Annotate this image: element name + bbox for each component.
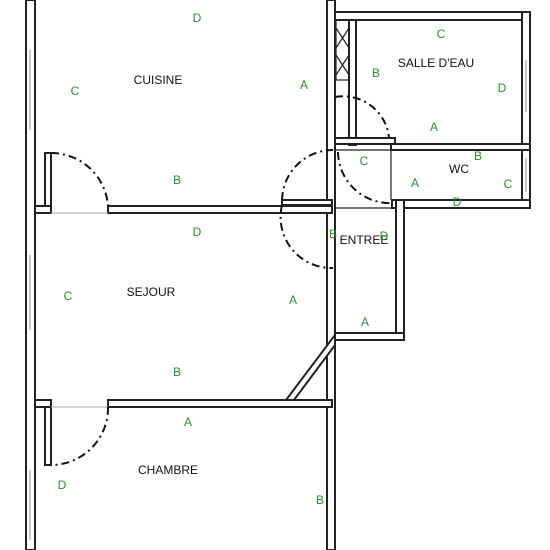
wall-diagonal	[283, 332, 336, 401]
vent-duct-box	[335, 19, 350, 81]
wall-letter-salle-eau-a: A	[430, 120, 438, 134]
wall-letter-chambre-a: A	[184, 415, 192, 429]
wall-letter-wc-d: D	[453, 195, 462, 209]
door-stub-cuisine	[44, 152, 52, 207]
wall-entree-bottom	[334, 332, 405, 341]
door-arc-entree-top	[281, 149, 334, 201]
wall-letter-sejour-a: A	[289, 293, 297, 307]
wall-letter-cuisine-d: D	[193, 11, 202, 25]
wall-letter-entree-d: D	[380, 229, 389, 243]
wall-letter-sejour-c: C	[64, 289, 73, 303]
wall-sejour-chambre-right	[107, 399, 333, 408]
door-arc-entree-bottom	[279, 204, 334, 270]
vent-duct-cross-2	[335, 27, 350, 49]
wall-letter-cuisine-a: A	[300, 78, 308, 92]
wall-letter-salle-eau-b: B	[372, 66, 380, 80]
door-arc-salle-eau	[334, 95, 390, 139]
wall-sejour-chambre-left	[34, 399, 52, 408]
door-stub-salle-eau	[334, 137, 396, 145]
door-arc-cuisine	[50, 151, 109, 207]
interior-lines	[51, 149, 396, 408]
door-arc-wc	[337, 151, 394, 205]
room-label-sejour: SEJOUR	[127, 285, 176, 299]
wall-letter-entree-c: C	[360, 154, 369, 168]
wall-cuisine-sejour-left	[34, 205, 52, 214]
wall-salle-eau-top	[334, 11, 531, 21]
vent-duct-cross-4	[335, 54, 350, 76]
wall-letter-entree-a: A	[361, 315, 369, 329]
wall-cuisine-sejour-right	[107, 205, 333, 214]
wall-letter-wc-c: C	[504, 177, 513, 191]
room-labels: CUISINE SALLE D'EAU WC ENTREE SEJOUR CHA…	[127, 56, 475, 477]
room-label-wc: WC	[449, 162, 469, 176]
wall-letter-chambre-d: D	[58, 478, 67, 492]
room-label-entree: ENTREE	[340, 233, 389, 247]
wall-wc-bottom	[391, 199, 531, 209]
vent-duct	[335, 19, 350, 81]
room-label-chambre: CHAMBRE	[138, 463, 198, 477]
wall-center-vertical	[326, 0, 336, 550]
wall-letter-cuisine-c: C	[71, 84, 80, 98]
wall-letter-wc-b: B	[474, 149, 482, 163]
wall-letter-salle-eau-c: C	[437, 27, 446, 41]
wall-letter-sejour-d: D	[193, 225, 202, 239]
door-arc-chambre	[50, 406, 110, 466]
wall-salle-wc	[390, 143, 531, 151]
wall-letter-sejour-b: B	[173, 365, 181, 379]
door-stub-chambre	[44, 406, 52, 466]
wall-letter-wc-a: A	[411, 176, 419, 190]
walls	[25, 0, 531, 550]
doors	[50, 95, 394, 466]
wall-letter-entree-b: B	[329, 227, 337, 241]
wall-letters: D C A B C B D A B A C D C B D A D C A B …	[58, 11, 513, 507]
room-label-cuisine: CUISINE	[134, 73, 183, 87]
wall-letter-salle-eau-d: D	[498, 81, 507, 95]
windows	[29, 50, 527, 540]
wall-salle-eau-left	[348, 19, 357, 146]
wall-entree-right	[395, 199, 405, 341]
wall-letter-chambre-b: B	[316, 493, 324, 507]
door-stub-sejour-entree	[281, 199, 333, 206]
room-label-salle-eau: SALLE D'EAU	[398, 56, 474, 70]
wall-letter-cuisine-b: B	[173, 173, 181, 187]
